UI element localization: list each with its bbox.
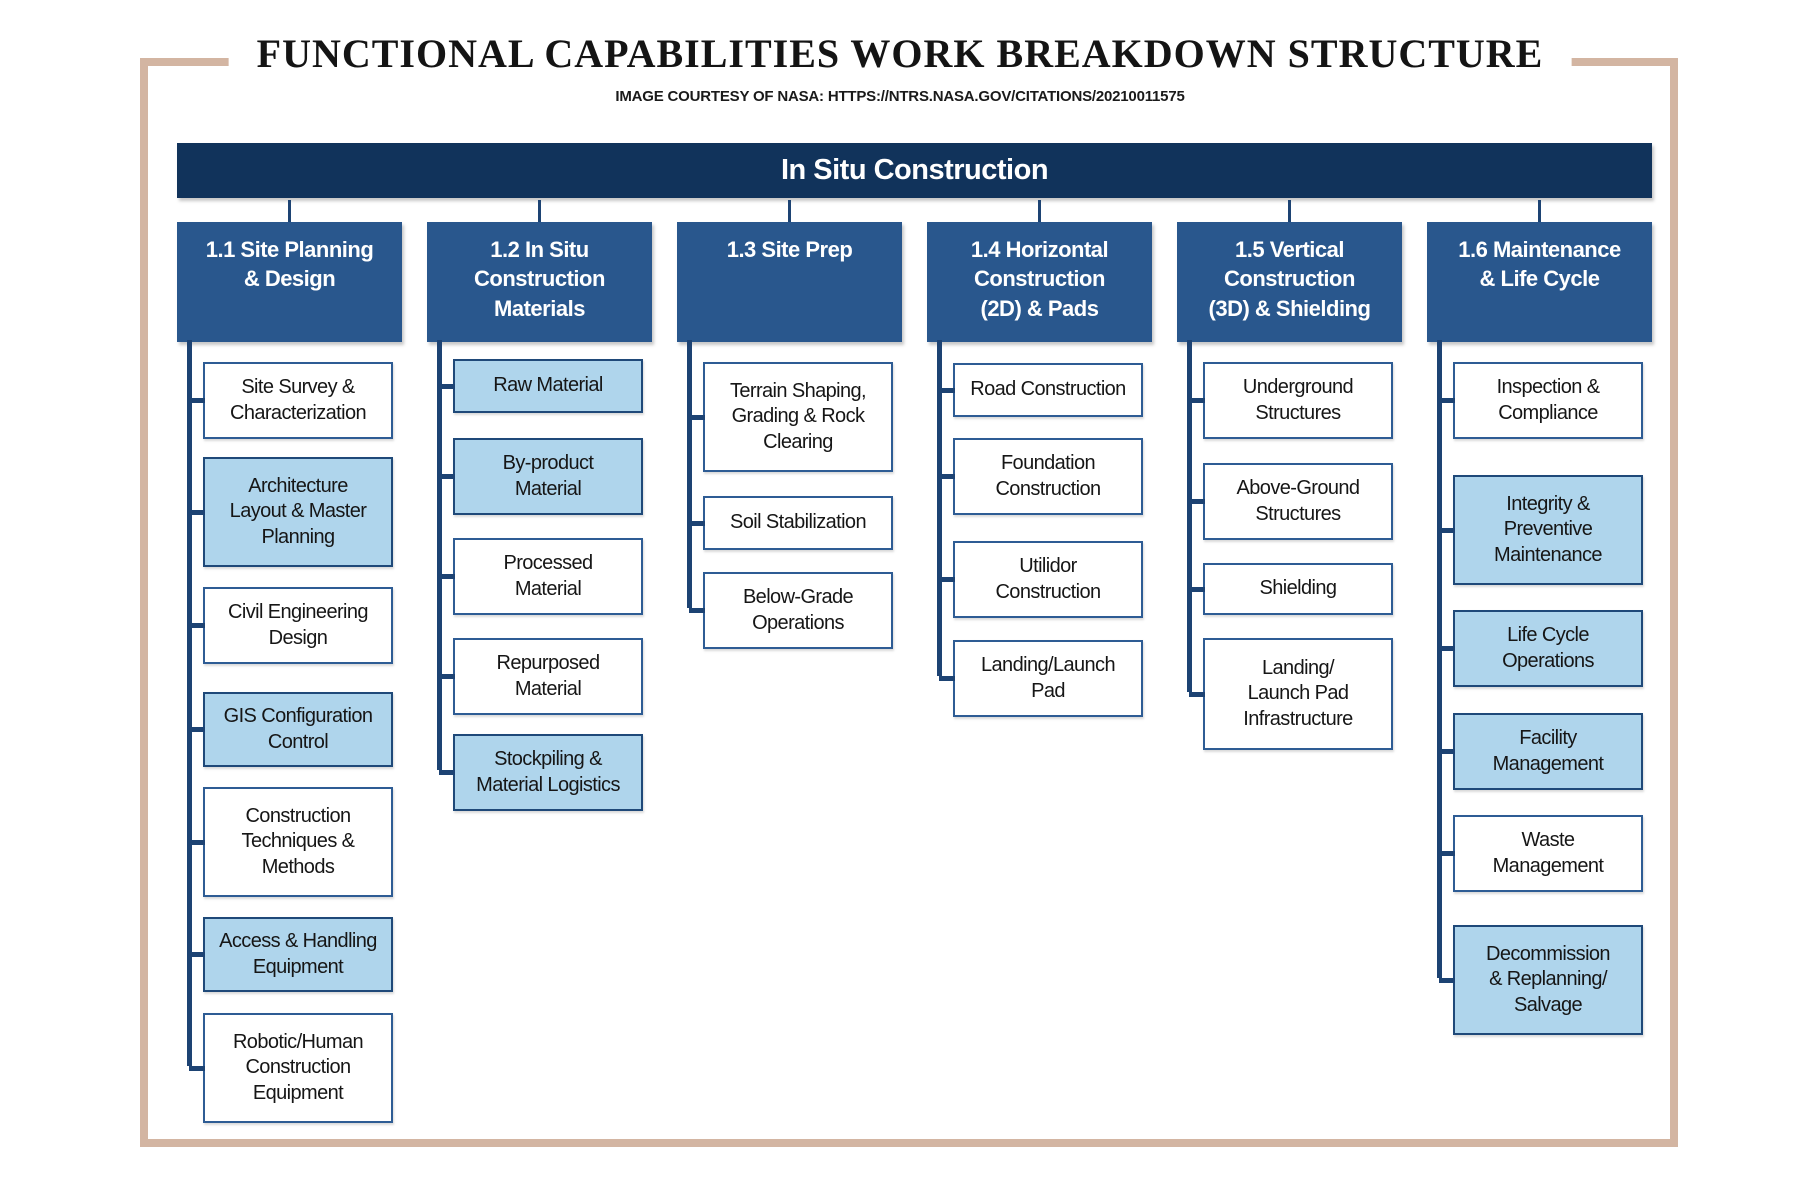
wbs-item: Construction Techniques & Methods — [189, 787, 393, 897]
column-header: 1.5 Vertical Construction (3D) & Shieldi… — [1177, 222, 1402, 342]
wbs-item: Terrain Shaping, Grading & Rock Clearing — [689, 362, 893, 472]
wbs-item: Integrity & Preventive Maintenance — [1439, 475, 1643, 585]
connector-line — [537, 200, 541, 222]
wbs-item: Life Cycle Operations — [1439, 610, 1643, 687]
connector-line — [937, 340, 942, 676]
column-horizontal-construction: 1.4 Horizontal Construction (2D) & Pads … — [927, 200, 1152, 1142]
wbs-item: Repurposed Material — [439, 638, 643, 715]
wbs-item: Facility Management — [1439, 713, 1643, 790]
column-header: 1.6 Maintenance & Life Cycle — [1427, 222, 1652, 342]
connector-line — [1287, 200, 1291, 222]
wbs-item: Above-Ground Structures — [1189, 463, 1393, 540]
column-header: 1.1 Site Planning & Design — [177, 222, 402, 342]
wbs-item: Soil Stabilization — [689, 496, 893, 550]
wbs-item: By-product Material — [439, 438, 643, 515]
columns-container: 1.1 Site Planning & Design Site Survey &… — [177, 200, 1652, 1142]
wbs-item: Foundation Construction — [939, 438, 1143, 515]
column-site-planning: 1.1 Site Planning & Design Site Survey &… — [177, 200, 402, 1142]
connector-line — [1187, 340, 1192, 692]
wbs-item: Inspection & Compliance — [1439, 362, 1643, 439]
wbs-item: Processed Material — [439, 538, 643, 615]
wbs-item: Road Construction — [939, 363, 1143, 417]
wbs-item: Waste Management — [1439, 815, 1643, 892]
wbs-item: GIS Configuration Control — [189, 692, 393, 767]
image-credit: IMAGE COURTESY OF NASA: HTTPS://NTRS.NAS… — [615, 88, 1185, 105]
root-node: In Situ Construction — [177, 143, 1652, 198]
connector-line — [1037, 200, 1041, 222]
wbs-item: Below-Grade Operations — [689, 572, 893, 649]
connector-line — [687, 340, 692, 608]
column-header: 1.4 Horizontal Construction (2D) & Pads — [927, 222, 1152, 342]
wbs-item: Robotic/Human Construction Equipment — [189, 1013, 393, 1123]
connector-line — [287, 200, 291, 222]
wbs-item: Access & Handling Equipment — [189, 917, 393, 992]
page-title: FUNCTIONAL CAPABILITIES WORK BREAKDOWN S… — [228, 30, 1572, 77]
wbs-item: Site Survey & Characterization — [189, 362, 393, 439]
wbs-item: Utilidor Construction — [939, 541, 1143, 618]
wbs-item: Civil Engineering Design — [189, 587, 393, 664]
column-header: 1.3 Site Prep — [677, 222, 902, 342]
wbs-item: Landing/Launch Pad — [939, 640, 1143, 717]
wbs-item: Decommission & Replanning/ Salvage — [1439, 925, 1643, 1035]
connector-line — [437, 340, 442, 770]
root-node-label: In Situ Construction — [780, 154, 1049, 186]
wbs-item: Underground Structures — [1189, 362, 1393, 439]
column-vertical-construction: 1.5 Vertical Construction (3D) & Shieldi… — [1177, 200, 1402, 1142]
connector-line — [1537, 200, 1541, 222]
column-header: 1.2 In Situ Construction Materials — [427, 222, 652, 342]
connector-line — [787, 200, 791, 222]
wbs-item: Architecture Layout & Master Planning — [189, 457, 393, 567]
wbs-item: Landing/ Launch Pad Infrastructure — [1189, 638, 1393, 750]
wbs-item: Shielding — [1189, 563, 1393, 615]
column-materials: 1.2 In Situ Construction Materials Raw M… — [427, 200, 652, 1142]
column-site-prep: 1.3 Site Prep Terrain Shaping, Grading &… — [677, 200, 902, 1142]
wbs-item: Stockpiling & Material Logistics — [439, 734, 643, 811]
connector-line — [187, 340, 192, 1066]
column-maintenance: 1.6 Maintenance & Life Cycle Inspection … — [1427, 200, 1652, 1142]
wbs-item: Raw Material — [439, 359, 643, 413]
connector-line — [1437, 340, 1442, 978]
